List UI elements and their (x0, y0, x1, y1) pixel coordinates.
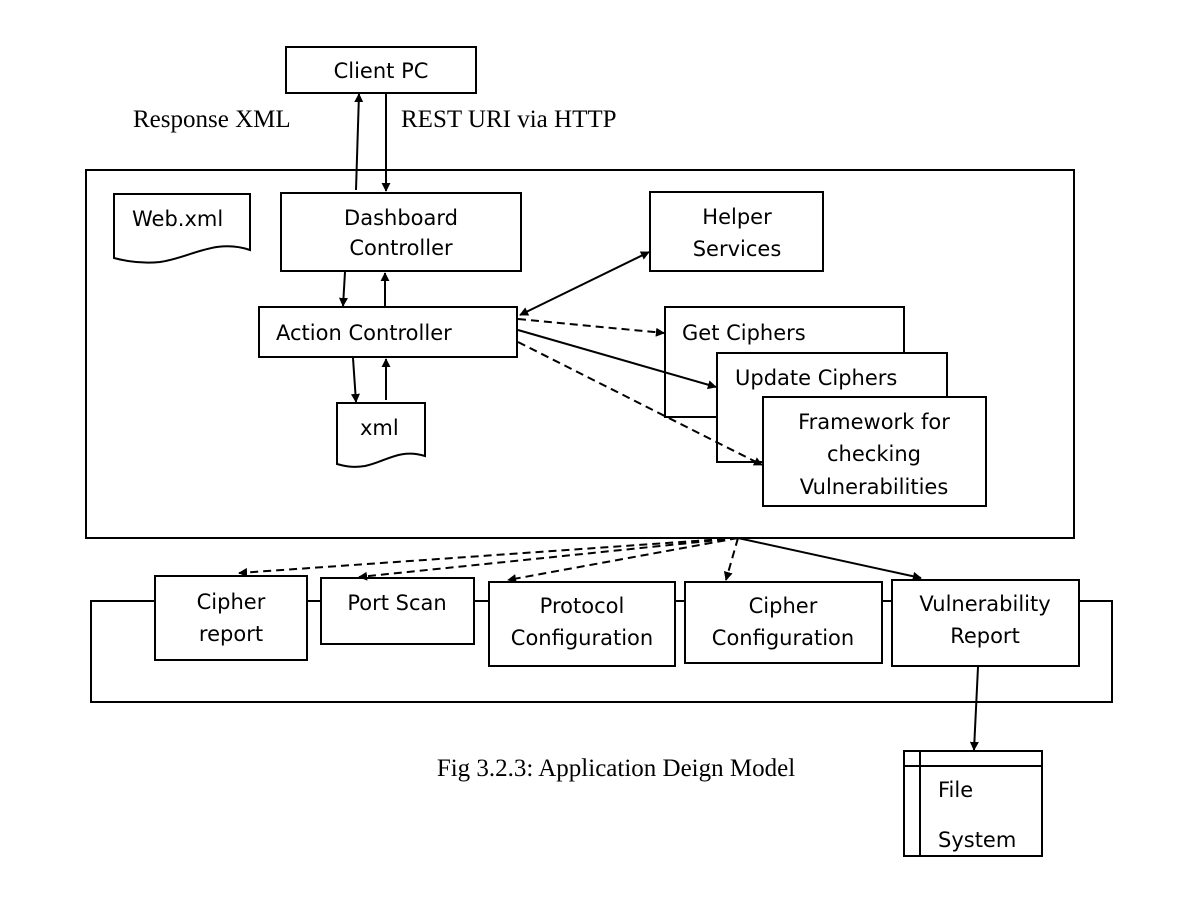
arrow-response-to-client (354, 93, 364, 191)
dashboard-controller-node: Dashboard Controller (280, 192, 522, 272)
client-pc-label: Client PC (334, 59, 429, 83)
framework-node: Framework for checking Vulnerabilities (762, 396, 987, 507)
arrow-action-helper (519, 251, 650, 316)
cipher-configuration-node: Cipher Configuration (684, 581, 883, 664)
figure-caption: Fig 3.2.3: Application Deign Model (437, 755, 795, 782)
framework-label-3: Vulnerabilities (800, 475, 949, 499)
helper-services-label-1: Helper (702, 205, 772, 229)
arrow-action-to-framework (517, 341, 763, 466)
port-scan-label: Port Scan (347, 591, 446, 615)
xml-document: xml (336, 402, 426, 468)
action-controller-node: Action Controller (258, 306, 518, 358)
vulnerability-report-label-1: Vulnerability (919, 592, 1050, 616)
port-scan-node: Port Scan (320, 577, 475, 645)
arrow-action-to-xml (350, 357, 360, 403)
update-ciphers-label: Update Ciphers (735, 366, 897, 390)
cipher-report-node: Cipher report (154, 575, 308, 661)
protocol-configuration-label-1: Protocol (540, 594, 625, 618)
application-container (85, 169, 1075, 539)
helper-services-label-2: Services (693, 237, 782, 261)
arrow-to-port-scan (358, 537, 739, 581)
rest-uri-label: REST URI via HTTP (401, 106, 617, 133)
vulnerability-report-node: Vulnerability Report (891, 579, 1080, 667)
cipher-configuration-label-2: Configuration (712, 626, 854, 650)
arrow-report-to-file-system (969, 666, 979, 751)
file-system-label-1: File (938, 778, 973, 802)
file-system-label-2: System (938, 828, 1016, 852)
arrow-to-cipher-report (238, 537, 739, 577)
framework-label-2: checking (827, 442, 921, 466)
action-controller-label: Action Controller (276, 321, 452, 345)
file-system-node: File System (903, 750, 1043, 857)
arrow-action-to-get-ciphers (517, 318, 665, 337)
arrow-action-to-update-ciphers (517, 329, 717, 390)
cipher-configuration-label-1: Cipher (749, 594, 818, 618)
response-xml-label: Response XML (133, 106, 291, 133)
vulnerability-report-label-2: Report (950, 624, 1020, 648)
arrow-to-cipher-configuration (723, 537, 739, 581)
arrow-dashboard-to-action (338, 271, 348, 307)
framework-label-1: Framework for (798, 410, 950, 434)
cipher-report-label-2: report (199, 622, 263, 646)
dashboard-controller-label-1: Dashboard (344, 206, 458, 230)
web-xml-document: Web.xml (113, 193, 251, 264)
arrow-to-vulnerability-report (737, 537, 922, 581)
dashboard-controller-label-2: Controller (349, 236, 453, 260)
web-xml-label: Web.xml (132, 207, 223, 231)
cipher-report-label-1: Cipher (197, 590, 266, 614)
protocol-configuration-node: Protocol Configuration (488, 581, 676, 667)
client-pc-node: Client PC (285, 46, 477, 94)
get-ciphers-label: Get Ciphers (682, 321, 806, 345)
protocol-configuration-label-2: Configuration (511, 626, 653, 650)
helper-services-node: Helper Services (649, 191, 824, 272)
xml-label: xml (360, 416, 399, 440)
